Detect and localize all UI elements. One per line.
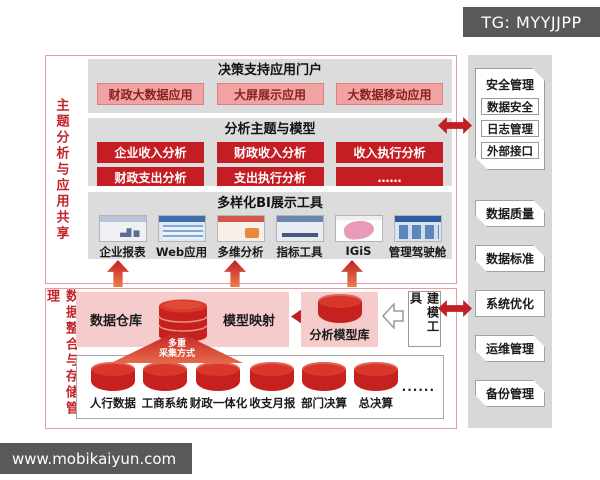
portal-app-box: 财政大数据应用: [97, 83, 204, 105]
sidebar-item-backup-management: 备份管理: [475, 380, 545, 407]
data-sources-box: 人行数据 工商系统 财政一体化 收支月报 部门决算 总决算 ......: [76, 355, 444, 419]
data-source-label: 人行数据: [89, 396, 136, 410]
portal-app-box: 大数据移动应用: [336, 83, 443, 105]
security-management-group: 安全管理 数据安全 日志管理 外部接口: [475, 68, 545, 170]
double-arrow-icon: [438, 300, 472, 317]
security-item: 外部接口: [481, 142, 539, 159]
data-source: 总决算: [350, 360, 402, 411]
bi-tool-label: 管理驾驶舱: [388, 245, 447, 259]
database-icon: [90, 362, 135, 391]
database-icon: [317, 294, 362, 323]
data-source: 财政一体化: [189, 360, 248, 411]
sidebar-item-system-optimization: 系统优化: [475, 290, 545, 317]
security-item: 数据安全: [481, 98, 539, 115]
collect-label-line1: 多重: [167, 339, 186, 349]
database-icon: [142, 362, 187, 391]
modeling-tool-box: 建模工具: [408, 291, 441, 347]
database-icon: [353, 362, 398, 391]
bi-tool-label: 指标工具: [276, 245, 323, 259]
data-source: 工商系统: [139, 360, 191, 411]
database-icon: [302, 362, 347, 391]
watermark-tg-badge: TG: MYYJJPP: [463, 7, 600, 37]
data-integration-frame: 数据整合与存储管理 数据仓库 模型映射 分析模型库 建模工具 人行数据 工商系统: [44, 288, 457, 429]
security-item: 日志管理: [481, 120, 539, 137]
watermark-url: www.mobikaiyun.com: [0, 443, 192, 474]
sidebar-item-ops-management: 运维管理: [475, 335, 545, 362]
analysis-box: ……: [336, 167, 443, 186]
bi-tool: 管理驾驶舱: [389, 215, 446, 259]
model-mapping-label: 模型映射: [222, 314, 275, 329]
bi-thumb-gis-map-icon: [334, 215, 383, 242]
more-sources-dots: ......: [401, 380, 436, 394]
bi-tool: 多维分析: [212, 215, 269, 259]
bi-tool-label: Web应用: [155, 245, 208, 259]
analysis-box: 财政收入分析: [216, 142, 324, 163]
data-source-label: 部门决算: [301, 396, 348, 410]
section-decision-portal: 决策支持应用门户 财政大数据应用 大屏展示应用 大数据移动应用: [88, 59, 452, 113]
bi-thumb-olap-icon: [216, 215, 265, 242]
hollow-left-arrow-icon: [382, 303, 404, 329]
analysis-model-repo-panel: 分析模型库: [301, 292, 378, 347]
database-icon: [196, 362, 241, 391]
analysis-model-repo-label: 分析模型库: [309, 328, 370, 342]
security-group-title: 安全管理: [485, 78, 534, 92]
data-source-label: 财政一体化: [189, 396, 248, 410]
bi-thumb-dashboard-icon: [393, 215, 442, 242]
bi-tool: Web应用: [153, 215, 210, 259]
analysis-box: 收入执行分析: [336, 142, 443, 163]
data-source-label: 工商系统: [141, 396, 188, 410]
section-title-analysis: 分析主题与模型: [224, 122, 316, 137]
theme-analysis-frame: 主题分析与应用共享 决策支持应用门户 财政大数据应用 大屏展示应用 大数据移动应…: [45, 55, 457, 284]
data-warehouse-panel: 数据仓库 模型映射: [76, 292, 289, 347]
bi-tool: 企业报表: [94, 215, 151, 259]
modeling-tool-label: 建模工具: [408, 292, 440, 334]
left-label-theme-analysis: 主题分析与应用共享: [53, 97, 69, 242]
data-source: 收支月报: [246, 360, 298, 411]
data-source-label: 总决算: [358, 396, 394, 410]
bi-tool: 指标工具: [271, 215, 328, 259]
section-title-bi: 多样化BI展示工具: [217, 196, 323, 211]
data-source-label: 收支月报: [249, 396, 296, 410]
data-source: 人行数据: [87, 360, 139, 411]
bi-tool-label: 多维分析: [217, 245, 264, 259]
bi-tool-label: IGiS: [345, 244, 372, 258]
section-bi-tools: 多样化BI展示工具 企业报表 Web应用 多维分析 指标工具 IGiS: [88, 192, 452, 259]
data-warehouse-label: 数据仓库: [90, 314, 143, 329]
sidebar-item-data-standard: 数据标准: [475, 245, 545, 272]
portal-app-box: 大屏展示应用: [216, 83, 324, 105]
sidebar-item-data-quality: 数据质量: [475, 200, 545, 227]
bi-thumb-web-app-icon: [157, 215, 206, 242]
analysis-box: 支出执行分析: [216, 167, 324, 186]
database-icon: [250, 362, 295, 391]
bi-thumb-report-icon: [98, 215, 147, 242]
bi-tool: IGiS: [330, 215, 387, 259]
bi-thumb-metrics-icon: [275, 215, 324, 242]
bi-tool-label: 企业报表: [99, 245, 146, 259]
section-analysis-models: 分析主题与模型 企业收入分析 财政收入分析 收入执行分析 财政支出分析 支出执行…: [88, 118, 452, 186]
analysis-box: 财政支出分析: [97, 167, 204, 186]
database-stack-icon: [157, 299, 208, 342]
section-title-portal: 决策支持应用门户: [217, 63, 322, 78]
management-sidebar: 安全管理 数据安全 日志管理 外部接口 数据质量 数据标准 系统优化 运维管理 …: [468, 55, 552, 428]
left-label-data-integration: 数据整合与存储管理: [44, 289, 78, 417]
analysis-box: 企业收入分析: [97, 142, 204, 163]
collect-label-line2: 采集方式: [158, 349, 195, 359]
double-arrow-icon: [438, 117, 472, 134]
data-source: 部门决算: [298, 360, 350, 411]
